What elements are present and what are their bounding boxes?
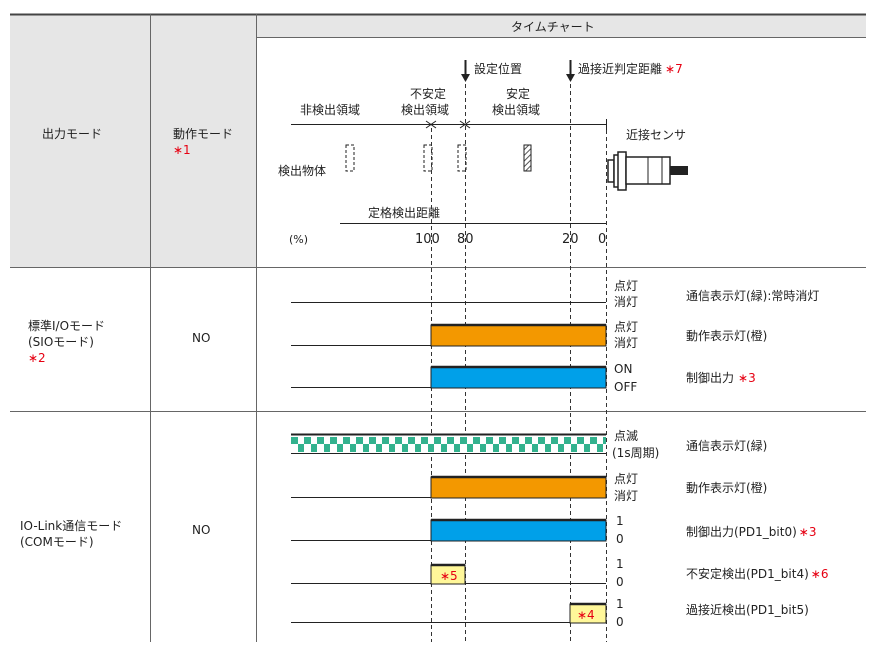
header-timing-chart: タイムチャート — [511, 20, 595, 34]
iolink-control-on-label: 1 — [616, 514, 624, 528]
iolink-unstable-desc: 不安定検出(PD1_bit4)∗6 — [686, 566, 828, 581]
sio-comm-desc: 通信表示灯(緑):常時消灯 — [686, 288, 819, 303]
iolink-comm-blink-bar — [291, 434, 606, 454]
unstable-region-label-1: 不安定 — [410, 86, 446, 101]
tick-100: 100 — [415, 232, 440, 247]
iolink-control-off-label: 0 — [616, 532, 624, 546]
header-operation-mode: 動作モード — [173, 127, 233, 141]
iolink-op-indicator-bar — [430, 476, 607, 499]
sensor-label: 近接センサ — [626, 127, 686, 142]
iolink-unstable-marker: ∗5 — [440, 569, 458, 583]
iolink-comm-desc: 通信表示灯(緑) — [686, 438, 767, 453]
sio-control-desc: 制御出力∗3 — [686, 370, 756, 385]
region-axis — [291, 119, 607, 130]
sio-op-off-label: 消灯 — [614, 336, 638, 350]
iolink-over-proximity-marker: ∗4 — [577, 608, 595, 622]
header-output-mode: 出力モード — [42, 127, 102, 141]
detection-object-icon — [523, 144, 532, 172]
sio-comm-off-label: 消灯 — [614, 295, 638, 309]
non-detect-region-label: 非検出領域 — [300, 102, 360, 117]
header-bg-col2 — [150, 15, 256, 267]
iolink-operation-mode: NO — [192, 523, 210, 537]
set-position-arrowhead — [461, 74, 470, 82]
iolink-op-on-label: 点灯 — [614, 472, 638, 486]
iolink-mode-label-2: (COMモード) — [20, 535, 94, 549]
sio-op-indicator-bar — [430, 324, 607, 347]
unstable-region-label-2: 検出領域 — [401, 102, 449, 117]
rated-distance-label: 定格検出距離 — [368, 205, 440, 220]
iolink-control-desc: 制御出力(PD1_bit0)∗3 — [686, 524, 816, 539]
sio-operation-mode: NO — [192, 331, 210, 345]
iolink-control-output-bar — [430, 519, 607, 542]
set-position-label: 設定位置 — [474, 61, 522, 76]
sio-comm-on-label: 点灯 — [614, 279, 638, 293]
stable-region-label-1: 安定 — [506, 86, 530, 101]
iolink-over-proximity-on-label: 1 — [616, 597, 624, 611]
over-proximity-label: 過接近判定距離∗7 — [578, 61, 683, 76]
header-operation-mode-note: ∗1 — [173, 143, 191, 157]
header-bg-col3 — [256, 15, 866, 37]
iolink-op-off-label: 消灯 — [614, 489, 638, 503]
iolink-op-desc: 動作表示灯(橙) — [686, 480, 767, 495]
iolink-comm-on-label: 点滅 — [614, 429, 638, 443]
sio-op-on-label: 点灯 — [614, 320, 638, 334]
sio-control-output-bar — [430, 366, 607, 389]
iolink-unstable-off-label: 0 — [616, 575, 624, 589]
sio-mode-label-1: 標準I/Oモード — [28, 318, 105, 333]
detection-object-positions — [345, 144, 467, 172]
proximity-sensor-icon — [607, 151, 688, 191]
iolink-over-proximity-desc: 過接近検出(PD1_bit5) — [686, 602, 809, 617]
sio-mode-label-2: (SIOモード) — [28, 335, 94, 349]
table-grid — [10, 13, 866, 642]
iolink-comm-off-label: (1s周期) — [612, 446, 659, 460]
sio-mode-note: ∗2 — [28, 351, 46, 365]
stable-region-label-2: 検出領域 — [492, 102, 540, 117]
sio-control-off-label: OFF — [614, 380, 637, 394]
iolink-unstable-on-label: 1 — [616, 557, 624, 571]
sio-op-desc: 動作表示灯(橙) — [686, 328, 767, 343]
tick-0: 0 — [598, 232, 606, 247]
sio-control-on-label: ON — [614, 362, 632, 376]
iolink-over-proximity-off-label: 0 — [616, 615, 624, 629]
iolink-mode-label-1: IO-Link通信モード — [20, 519, 122, 533]
detection-object-label: 検出物体 — [278, 164, 326, 178]
header-bg-col1 — [10, 15, 150, 267]
over-proximity-arrowhead — [566, 74, 575, 82]
percent-unit: (%) — [289, 233, 308, 246]
